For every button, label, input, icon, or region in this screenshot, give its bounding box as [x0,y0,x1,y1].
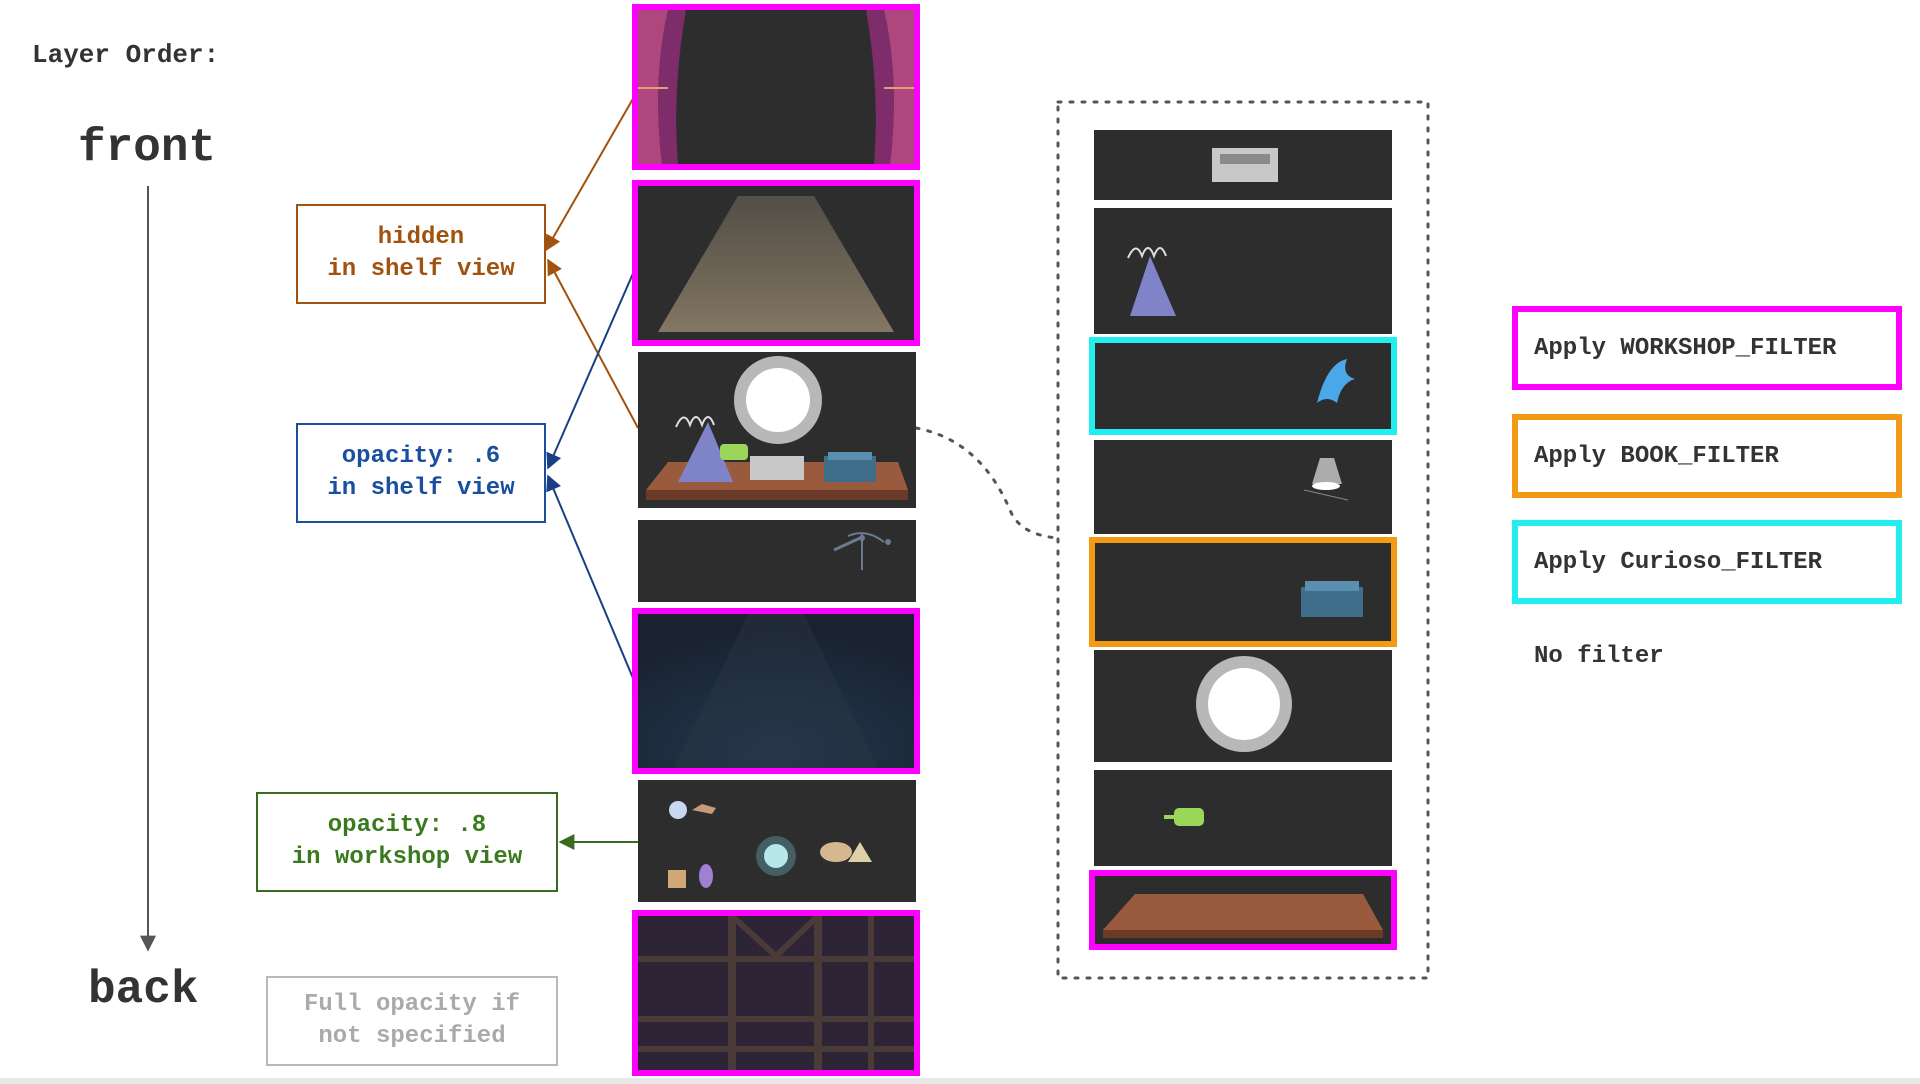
layer-shelf-objects [638,352,916,508]
legend-book-label: Apply BOOK_FILTER [1534,442,1779,470]
portal-graphic [1196,656,1292,752]
curios-graphic [668,801,872,888]
layer-blue-glow [632,608,920,774]
green-tube-graphic [1164,808,1204,826]
expanded-layer-projector [1094,440,1392,534]
shelf-floor-graphic [1103,894,1383,938]
expanded-layer-printer [1094,130,1392,200]
hidden-annotation: hidden in shelf view [296,204,546,304]
opacity8-annotation-line1: opacity: .8 [327,812,487,839]
legend-workshop-filter: Apply WORKSHOP_FILTER [1512,306,1902,390]
expanded-layer-bird [1089,337,1397,435]
machine-graphic [1127,247,1176,316]
book-graphic [1301,581,1363,617]
expand-connector [914,426,1060,540]
spotlight-graphic [658,196,894,332]
full-opacity-annotation-line2: not specified [318,1023,506,1050]
opacity6-annotation-line1: opacity: .6 [341,443,501,470]
projector-graphic [1303,458,1349,501]
printer-graphic [1212,148,1278,182]
bird-graphic [1317,359,1355,403]
legend-curioso-label: Apply Curioso_FILTER [1534,548,1823,576]
opacity8-annotation-line2: in workshop view [291,844,523,871]
bottom-bar [0,1078,1920,1084]
opacity6-annotation: opacity: .6 in shelf view [296,423,546,523]
layer-small-machine [638,520,916,602]
hidden-arrow-shelf [547,258,639,429]
expanded-layer-portal [1094,650,1392,762]
shelf-objects-graphic [646,356,908,500]
opacity8-annotation: opacity: .8 in workshop view [256,792,558,892]
front-label: front [78,122,217,174]
legend-none-label: No filter [1534,642,1664,670]
expanded-layer-green-tube [1094,770,1392,866]
wood-frame-graphic [638,916,914,1070]
hidden-annotation-line1: hidden [377,224,465,251]
full-opacity-annotation-line1: Full opacity if [303,991,521,1018]
expanded-group-outline [1056,100,1430,980]
blue-glow-graphic [638,614,914,768]
legend-no-filter: No filter [1518,632,1818,680]
layer-order-label: Layer Order: [32,40,220,70]
small-machine-graphic [833,532,891,570]
opacity6-arrow-spotlight [546,261,639,470]
layer-wood-frame [632,910,920,1076]
expanded-layer-shelf-floor [1089,870,1397,950]
hidden-arrow-curtains [545,89,639,252]
back-label: back [88,964,199,1016]
legend-workshop-label: Apply WORKSHOP_FILTER [1534,334,1837,362]
expanded-layer-machine [1094,208,1392,334]
hidden-annotation-line2: in shelf view [327,256,515,283]
expanded-layer-book [1089,537,1397,647]
opacity6-annotation-line2: in shelf view [327,475,515,502]
full-opacity-annotation: Full opacity if not specified [266,976,558,1066]
layer-curios [638,780,916,902]
layer-spotlight [632,180,920,346]
legend-curioso-filter: Apply Curioso_FILTER [1512,520,1902,604]
opacity6-arrow-glow [546,474,639,691]
layer-curtains [632,4,920,170]
curtains-graphic [638,10,914,164]
legend-book-filter: Apply BOOK_FILTER [1512,414,1902,498]
